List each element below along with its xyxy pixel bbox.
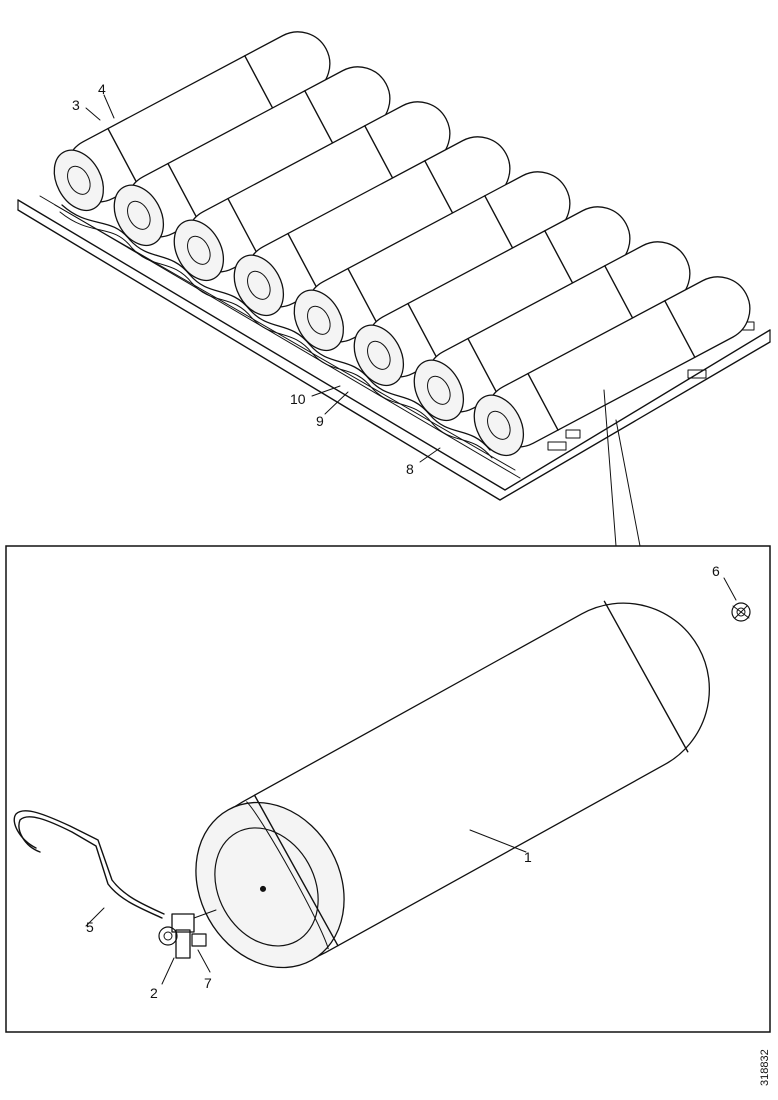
callout-7: 7 [204, 975, 212, 991]
detail-inset: 1 6 5 2 7 [5, 545, 771, 1033]
gas-cylinder [195, 600, 710, 969]
callout-9: 9 [316, 413, 324, 429]
mounting-frame [17, 195, 771, 501]
rack-cylinder [413, 241, 691, 422]
callout-4: 4 [98, 81, 106, 97]
rack-cylinder [473, 276, 751, 457]
detail-pointer [603, 389, 641, 547]
callout-8: 8 [406, 461, 414, 477]
rack-cylinder [353, 206, 631, 387]
rack-cylinder [173, 101, 451, 282]
callout-2: 2 [150, 985, 158, 1001]
callout-1: 1 [524, 849, 532, 865]
rack-cylinder [233, 136, 511, 317]
rack-cylinder [293, 171, 571, 352]
cylinder-rack-assembly: 3 4 10 9 8 [17, 31, 771, 501]
callout-3: 3 [72, 97, 80, 113]
callout-6: 6 [712, 563, 720, 579]
figure-reference: 318832 [759, 1049, 771, 1086]
callout-5: 5 [86, 919, 94, 935]
valve-assembly [158, 909, 217, 959]
gas-line [13, 810, 165, 915]
rack-gas-line [61, 204, 491, 451]
rack-cylinder [113, 66, 391, 247]
callout-10: 10 [290, 391, 306, 407]
cap-fitting [731, 602, 751, 622]
